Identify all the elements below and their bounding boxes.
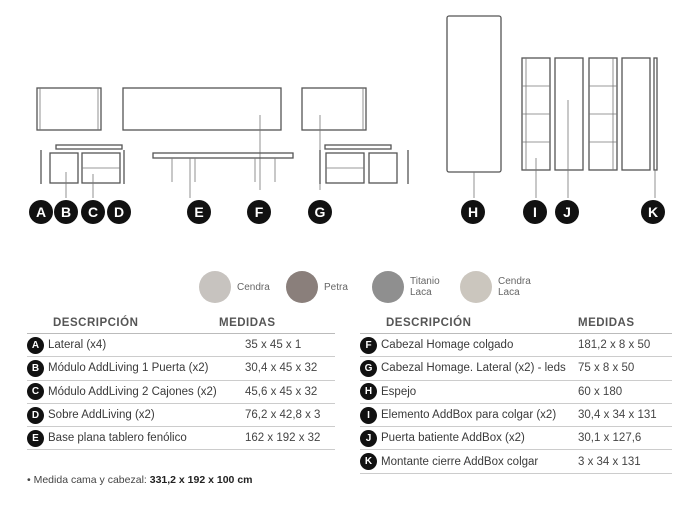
table-header: DESCRIPCIÓN MEDIDAS (360, 312, 672, 334)
marker-d: D (107, 200, 131, 224)
row-measure: 60 x 180 (578, 385, 623, 398)
row-measure: 162 x 192 x 32 (245, 432, 321, 445)
row-measure: 30,1 x 127,6 (578, 432, 642, 445)
table-row: F Cabezal Homage colgado 181,2 x 8 x 50 (360, 334, 672, 358)
module-door-left (49, 152, 79, 184)
addbox-door-right (621, 57, 651, 171)
marker-b: B (54, 200, 78, 224)
table-row: H Espejo 60 x 180 (360, 381, 672, 404)
swatch-titanio-laca: Titanio Laca (372, 271, 440, 303)
col-description: DESCRIPCIÓN (53, 316, 139, 329)
row-measure: 35 x 45 x 1 (245, 339, 302, 352)
letter-badge: I (360, 406, 377, 424)
marker-k: K (641, 200, 665, 224)
side-headboard-right (301, 87, 367, 131)
marker-f: F (247, 200, 271, 224)
table-row: C Módulo AddLiving 2 Cajones (x2) 45,6 x … (27, 381, 335, 404)
bed-base (152, 152, 294, 159)
table-row: K Montante cierre AddBox colgar 3 x 34 x … (360, 450, 672, 474)
swatch-label: Cendra Laca (498, 276, 531, 298)
row-description: Elemento AddBox para colgar (x2) (381, 409, 557, 422)
table-row: J Puerta batiente AddBox (x2) 30,1 x 127,… (360, 427, 672, 451)
row-description: Montante cierre AddBox colgar (381, 455, 539, 468)
row-description: Cabezal Homage. Lateral (x2) - leds (381, 362, 566, 375)
letter-badge: F (360, 336, 377, 354)
row-description: Espejo (381, 385, 417, 398)
table-row: E Base plana tablero fenólico 162 x 192 x… (27, 427, 335, 451)
letter-badge: G (360, 359, 377, 377)
letter-badge: H (360, 383, 377, 401)
marker-c: C (81, 200, 105, 224)
row-description: Módulo AddLiving 1 Puerta (x2) (48, 362, 209, 375)
row-measure: 75 x 8 x 50 (578, 362, 635, 375)
headboard-main (122, 87, 282, 131)
marker-i: I (523, 200, 547, 224)
letter-badge: A (27, 336, 44, 354)
footnote: • Medida cama y cabezal: 331,2 x 192 x 1… (27, 474, 253, 486)
swatch-label: Petra (324, 281, 348, 293)
col-measures: MEDIDAS (578, 316, 635, 329)
swatch-petra: Petra (286, 271, 348, 303)
table-row: I Elemento AddBox para colgar (x2) 30,4 x… (360, 404, 672, 428)
footnote-prefix: • Medida cama y cabezal: (27, 474, 150, 486)
swatch-color (199, 271, 231, 303)
letter-badge: B (27, 359, 44, 377)
swatch-color (286, 271, 318, 303)
row-measure: 45,6 x 45 x 32 (245, 385, 318, 398)
table-row: D Sobre AddLiving (x2) 76,2 x 42,8 x 3 (27, 404, 335, 428)
row-description: Cabezal Homage colgado (381, 339, 514, 352)
table-row: A Lateral (x4) 35 x 45 x 1 (27, 334, 335, 358)
row-description: Base plana tablero fenólico (48, 432, 187, 445)
mirror (446, 15, 502, 173)
letter-badge: C (27, 383, 44, 401)
marker-a: A (29, 200, 53, 224)
table-row: G Cabezal Homage. Lateral (x2) - leds 75 … (360, 357, 672, 381)
row-measure: 76,2 x 42,8 x 3 (245, 409, 321, 422)
row-measure: 30,4 x 34 x 131 (578, 409, 657, 422)
side-headboard-left (36, 87, 102, 131)
top-left (55, 144, 123, 150)
addbox-door-left (554, 57, 584, 171)
marker-e: E (187, 200, 211, 224)
table-header: DESCRIPCIÓN MEDIDAS (27, 312, 335, 334)
row-measure: 30,4 x 45 x 32 (245, 362, 318, 375)
spec-table-left: DESCRIPCIÓN MEDIDAS A Lateral (x4) 35 x 4… (27, 312, 335, 451)
top-right (324, 144, 392, 150)
swatch-color (372, 271, 404, 303)
row-measure: 3 x 34 x 131 (578, 455, 641, 468)
marker-g: G (308, 200, 332, 224)
col-measures: MEDIDAS (219, 316, 276, 329)
footnote-value: 331,2 x 192 x 100 cm (149, 474, 253, 486)
module-door-right (368, 152, 398, 184)
swatch-label: Cendra (237, 281, 270, 293)
swatch-cendra: Cendra (199, 271, 270, 303)
row-description: Módulo AddLiving 2 Cajones (x2) (48, 385, 217, 398)
letter-badge: J (360, 429, 377, 447)
letter-badge: D (27, 406, 44, 424)
addbox-upright (653, 57, 658, 171)
col-description: DESCRIPCIÓN (386, 316, 472, 329)
table-row: B Módulo AddLiving 1 Puerta (x2) 30,4 x 4… (27, 357, 335, 381)
marker-h: H (461, 200, 485, 224)
furniture-drawing (36, 15, 658, 198)
letter-badge: K (360, 453, 377, 471)
row-measure: 181,2 x 8 x 50 (578, 339, 651, 352)
swatch-cendra-laca: Cendra Laca (460, 271, 531, 303)
row-description: Sobre AddLiving (x2) (48, 409, 155, 422)
swatch-label: Titanio Laca (410, 276, 440, 298)
row-description: Puerta batiente AddBox (x2) (381, 432, 525, 445)
letter-badge: E (27, 429, 44, 447)
swatch-color (460, 271, 492, 303)
spec-table-right: DESCRIPCIÓN MEDIDAS F Cabezal Homage colg… (360, 312, 672, 474)
row-description: Lateral (x4) (48, 339, 107, 352)
marker-j: J (555, 200, 579, 224)
